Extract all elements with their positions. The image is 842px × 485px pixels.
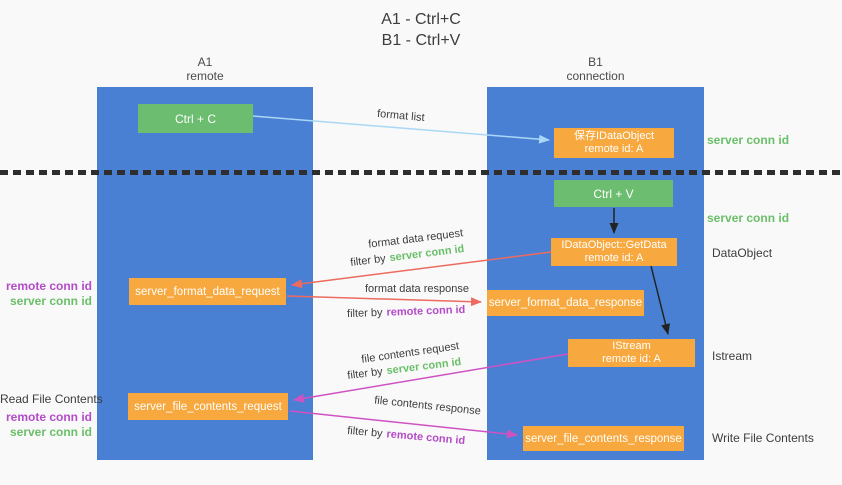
server-format-data-request-node: server_format_data_request — [129, 278, 286, 305]
ctrl-c-node: Ctrl + C — [138, 104, 253, 133]
server-file-contents-response-node: server_file_contents_response — [523, 426, 684, 451]
istream-line1: IStream — [612, 340, 651, 352]
lane-a-subtitle: remote — [186, 69, 224, 83]
lane-b-title: B1 — [588, 55, 603, 69]
lane-a-header: A1 remote — [97, 55, 313, 83]
write-file-contents-annotation: Write File Contents — [712, 431, 814, 445]
ctrl-v-label: Ctrl + V — [593, 186, 634, 201]
format-data-response-label: format data response — [365, 283, 469, 295]
diagram-title: A1 - Ctrl+C B1 - Ctrl+V — [0, 9, 842, 51]
left-server-conn-id-annotation-2: server conn id — [9, 425, 92, 439]
right-server-conn-id-annotation-1: server conn id — [707, 133, 790, 147]
istream-line2: remote id: A — [602, 353, 661, 365]
server-format-data-response-label: server_format_data_response — [488, 297, 643, 309]
save-idataobject-line2: remote id: A — [584, 143, 644, 155]
ctrl-v-node: Ctrl + V — [554, 180, 673, 207]
remote-conn-id-text: remote conn id — [386, 428, 466, 448]
ctrl-c-label: Ctrl + C — [174, 111, 216, 126]
getdata-node: IDataObject::GetData remote id: A — [551, 238, 677, 266]
server-format-data-response-node: server_format_data_response — [487, 290, 644, 316]
left-server-conn-id-annotation-1: server conn id — [9, 294, 92, 308]
read-file-contents-annotation: Read File Contents — [0, 392, 103, 406]
lane-b-header: B1 connection — [487, 55, 704, 83]
istream-node: IStream remote id: A — [568, 339, 695, 367]
file-contents-response-label: file contents response — [373, 394, 482, 418]
save-idataobject-line1: 保存IDataObject — [573, 130, 655, 142]
server-file-contents-response-label: server_file_contents_response — [525, 432, 682, 445]
format-list-label: format list — [376, 107, 426, 125]
title-line-1: A1 - Ctrl+C — [381, 11, 461, 28]
filter-by-text: filter by — [346, 365, 384, 382]
lane-b-subtitle: connection — [566, 69, 625, 83]
filter-by-text: filter by — [349, 252, 387, 269]
title-line-2: B1 - Ctrl+V — [381, 32, 461, 49]
copy-paste-divider-line — [0, 170, 842, 175]
filter-by-text: filter by — [346, 424, 384, 440]
server-file-contents-request-label: server_file_contents_request — [134, 400, 282, 413]
format-data-response-arrow — [286, 295, 482, 307]
left-remote-conn-id-annotation-1: remote conn id — [5, 279, 92, 293]
filter-by-text: filter by — [346, 306, 383, 321]
left-remote-conn-id-annotation-2: remote conn id — [5, 410, 92, 424]
remote-conn-id-text: remote conn id — [386, 303, 466, 319]
istream-annotation: Istream — [712, 349, 753, 363]
dataobject-annotation: DataObject — [712, 246, 773, 260]
getdata-line2: remote id: A — [584, 252, 644, 264]
save-idataobject-node: 保存IDataObject remote id: A — [554, 128, 674, 158]
right-server-conn-id-annotation-2: server conn id — [707, 211, 790, 225]
server-format-data-request-label: server_format_data_request — [135, 285, 280, 298]
lane-a-title: A1 — [197, 55, 213, 69]
getdata-line1: IDataObject::GetData — [561, 239, 667, 251]
server-file-contents-request-node: server_file_contents_request — [128, 393, 288, 420]
